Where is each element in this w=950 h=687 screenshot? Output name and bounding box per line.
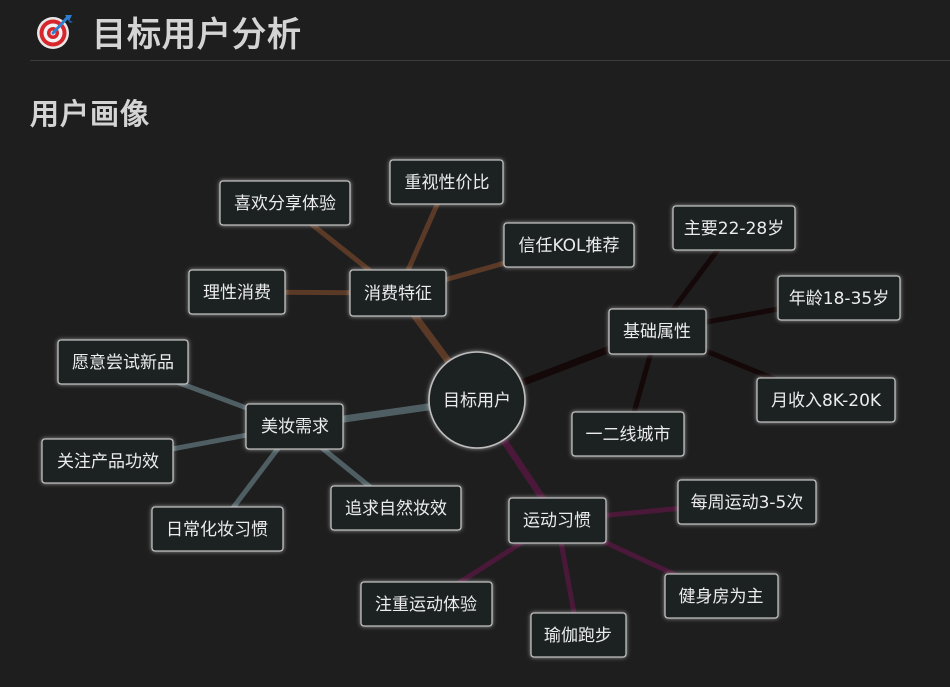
leaf-node-label: 主要22-28岁 [684,219,784,239]
leaf-node[interactable]: 追求自然妆效 [330,485,462,531]
title-divider [30,60,950,61]
leaf-node-label: 重视性价比 [405,173,490,193]
leaf-node-label: 年龄18-35岁 [789,289,889,309]
leaf-node[interactable]: 重视性价比 [389,159,504,205]
branch-node-label: 运动习惯 [523,511,591,531]
branch-node-label: 消费特征 [364,284,432,304]
leaf-node[interactable]: 年龄18-35岁 [777,275,901,321]
leaf-node[interactable]: 注重运动体验 [360,581,493,627]
leaf-node[interactable]: 喜欢分享体验 [219,180,351,226]
leaf-node-label: 关注产品功效 [57,452,159,472]
leaf-node[interactable]: 主要22-28岁 [672,205,796,251]
leaf-node-label: 每周运动3-5次 [691,493,804,513]
leaf-node-label: 喜欢分享体验 [234,194,336,214]
leaf-node[interactable]: 信任KOL推荐 [503,222,635,268]
leaf-node-label: 理性消费 [203,283,271,303]
leaf-node-label: 追求自然妆效 [345,499,447,519]
root-node[interactable]: 目标用户 [428,351,526,449]
leaf-node[interactable]: 每周运动3-5次 [677,479,817,525]
section-title: 用户画像 [30,97,151,131]
leaf-node-label: 日常化妆习惯 [166,520,268,540]
branch-node-beauty[interactable]: 美妆需求 [245,403,344,450]
page-header: 目标用户分析 [34,8,302,55]
branch-node-label: 基础属性 [623,322,691,342]
leaf-node-label: 一二线城市 [586,425,671,445]
page-title: 目标用户分析 [92,14,302,55]
leaf-node[interactable]: 日常化妆习惯 [151,506,284,552]
leaf-node[interactable]: 愿意尝试新品 [57,339,189,385]
leaf-node-label: 月收入8K-20K [771,391,882,411]
leaf-node[interactable]: 瑜伽跑步 [530,612,627,658]
branch-node-basic[interactable]: 基础属性 [608,308,707,355]
leaf-node[interactable]: 月收入8K-20K [756,377,896,423]
leaf-node-label: 健身房为主 [679,587,764,607]
branch-node-sport[interactable]: 运动习惯 [508,497,607,544]
root-node-label: 目标用户 [443,391,511,411]
leaf-node[interactable]: 一二线城市 [571,411,685,457]
leaf-node-label: 愿意尝试新品 [72,353,174,373]
leaf-node[interactable]: 关注产品功效 [41,438,174,484]
leaf-node[interactable]: 理性消费 [188,269,286,315]
branch-node-consumption[interactable]: 消费特征 [349,269,447,317]
leaf-node[interactable]: 健身房为主 [664,573,779,619]
dart-target-icon [37,15,73,49]
leaf-node-label: 注重运动体验 [375,595,477,615]
leaf-node-label: 信任KOL推荐 [518,236,619,256]
branch-node-label: 美妆需求 [261,417,329,437]
leaf-node-label: 瑜伽跑步 [544,626,612,646]
